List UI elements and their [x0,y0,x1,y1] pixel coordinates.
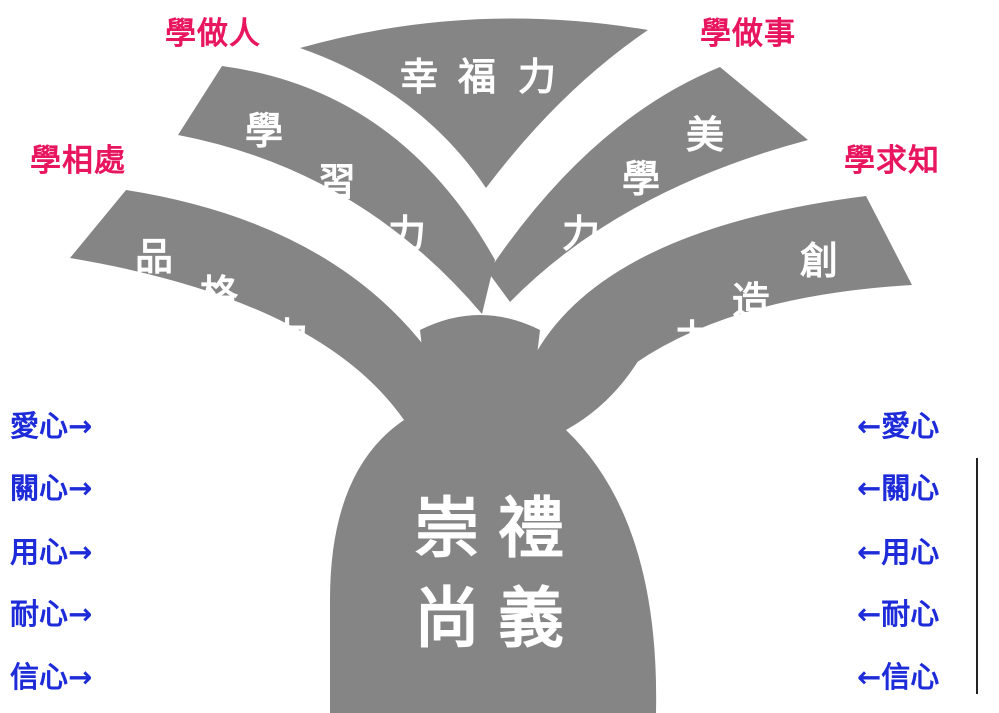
branch-right-upper-char: 學 [622,157,661,201]
right-list-item: ←信心 [857,660,940,694]
left-list-item: 愛心→ [10,409,93,443]
right-list-item: ←耐心 [857,597,940,631]
core-value-line-1: 崇禮 [414,490,582,567]
branch-right-lower-char: 創 [800,239,839,283]
branch-right-upper [488,67,808,302]
branch-left-lower-char: 力 [270,315,309,359]
branch-right-lower-char: 造 [732,279,771,323]
branch-right-upper-char: 力 [562,212,601,256]
label-learn-to-do: 學做事 [700,16,796,52]
right-list-item: ←愛心 [857,409,940,443]
tree-trunk [330,300,657,713]
label-learn-to-live-together: 學相處 [30,143,126,179]
branch-right-lower-char: 力 [675,317,714,361]
branch-left-lower-char: 品 [135,235,174,279]
branch-left-upper-char: 學 [245,109,284,153]
branch-left-upper [178,66,495,314]
right-list-item: ←關心 [857,471,940,505]
branch-top-char: 幸 [400,55,439,99]
branch-left-lower [70,190,507,480]
left-list-item: 關心→ [10,471,93,505]
left-list-item: 信心→ [10,660,93,694]
branch-right-upper-char: 美 [686,113,725,157]
core-value-line-2: 尚義 [414,580,582,657]
label-learn-to-know: 學求知 [844,143,940,179]
branch-left-upper-char: 習 [318,160,357,204]
left-list-item: 用心→ [10,535,93,569]
branch-top [300,18,648,189]
vertical-divider [976,458,978,694]
branch-top-char: 力 [518,55,557,99]
right-list-item: ←用心 [857,535,940,569]
left-list-item: 耐心→ [10,597,93,631]
branch-left-lower-char: 格 [200,272,239,316]
label-learn-to-be: 學做人 [165,16,261,52]
branch-top-char: 福 [458,55,497,99]
branch-left-upper-char: 力 [388,212,427,256]
branch-right-lower [532,196,912,430]
